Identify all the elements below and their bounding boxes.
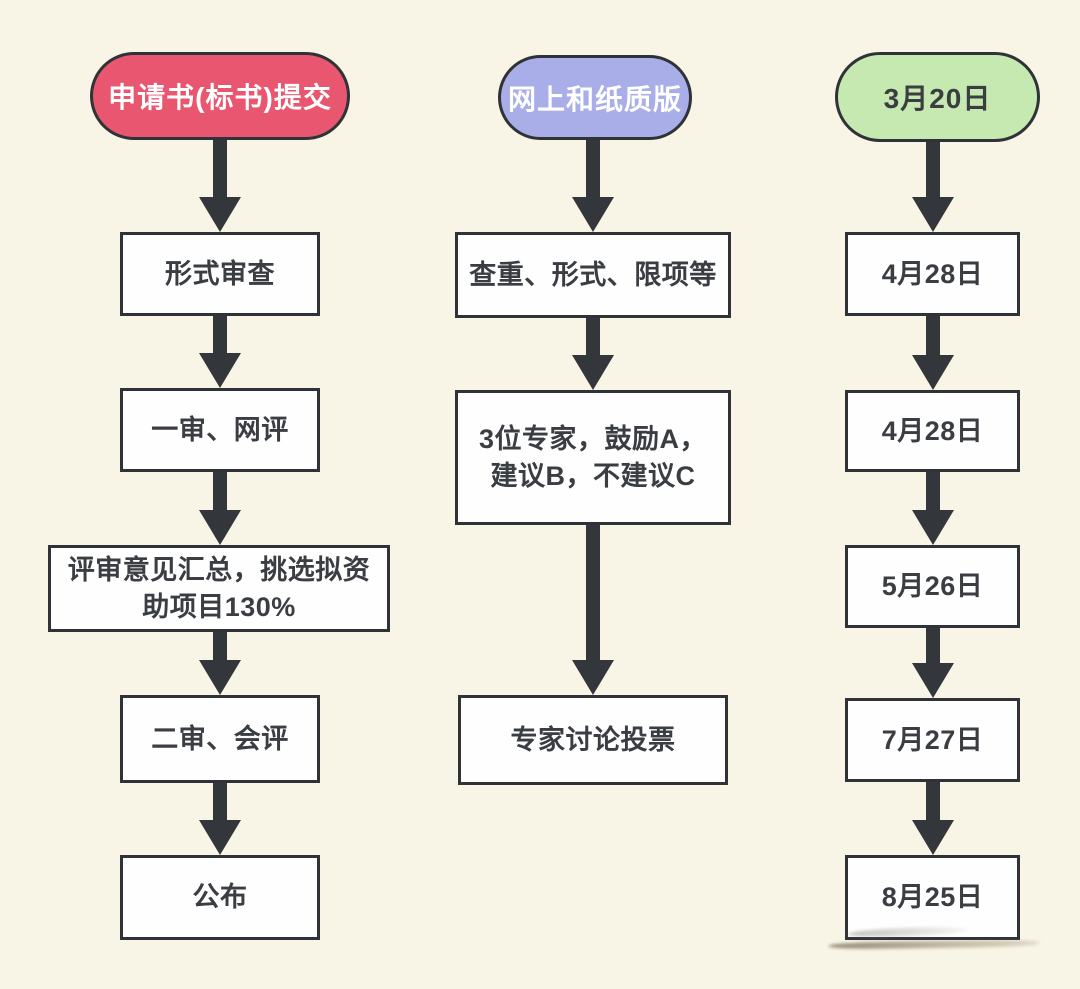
arrow-down-icon [911,316,955,390]
pill-date-march-20: 3月20日 [835,52,1040,142]
node-date-april-28-b: 4月28日 [845,390,1020,472]
arrow-down-icon [911,628,955,698]
arrow-down-icon [198,472,242,545]
node-review-summary: 评审意见汇总，挑选拟资助项目130% [48,545,390,632]
arrow-down-icon [911,472,955,545]
node-date-april-28-a: 4月28日 [845,232,1020,316]
node-date-may-26: 5月26日 [845,545,1020,628]
arrow-down-icon [198,632,242,695]
arrow-down-icon [198,783,242,855]
node-second-review-meeting: 二审、会评 [120,695,320,783]
node-announcement: 公布 [120,855,320,940]
arrow-down-icon [911,142,955,232]
node-formal-review: 形式审查 [120,232,320,316]
arrow-down-icon [198,316,242,388]
arrow-down-icon [198,140,242,232]
node-date-july-27: 7月27日 [845,698,1020,782]
node-three-experts-grades: 3位专家，鼓励A，建议B，不建议C [455,390,731,525]
arrow-down-icon [571,525,615,695]
page-curl-shadow [827,939,1041,950]
node-date-august-25: 8月25日 [845,855,1020,940]
node-first-review-online: 一审、网评 [120,388,320,472]
arrow-down-icon [571,140,615,232]
node-dedup-format-limit: 查重、形式、限项等 [455,232,731,318]
pill-application-submission: 申请书(标书)提交 [90,52,350,140]
pill-online-and-paper: 网上和纸质版 [498,55,692,140]
arrow-down-icon [911,782,955,855]
arrow-down-icon [571,318,615,390]
node-expert-discussion-vote: 专家讨论投票 [458,695,728,785]
